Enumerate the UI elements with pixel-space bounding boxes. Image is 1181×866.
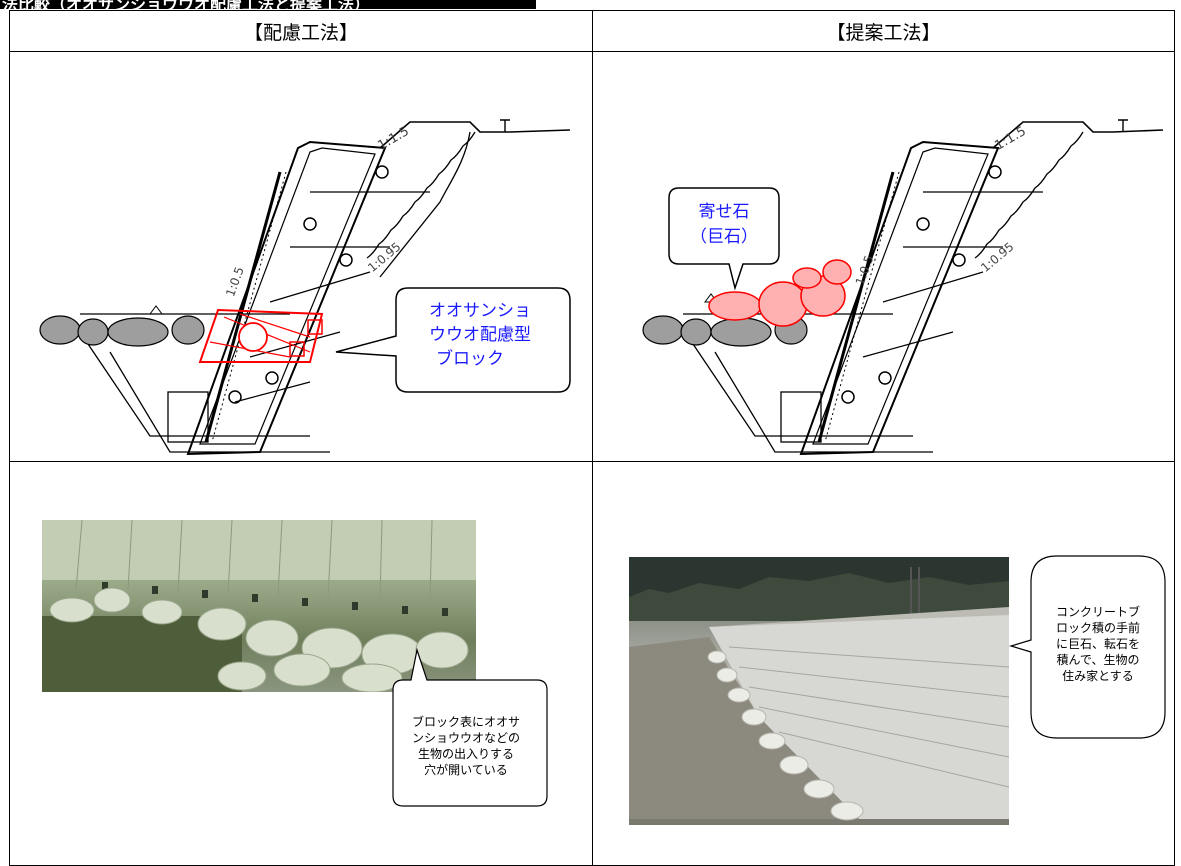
left-photo-caption: ブロック表にオオサ ンショウウオなどの 生物の出入りする 穴が開いている <box>411 715 520 777</box>
left-callout-line-1: オオサンショ <box>429 301 531 321</box>
right-callout-bubble <box>668 187 780 291</box>
comparison-table: 【配慮工法】 【提案工法】 <box>9 10 1175 866</box>
left-slope-upper-label: 1:1.5 <box>375 124 411 154</box>
left-photo-cell: ブロック表にオオサ ンショウウオなどの 生物の出入りする 穴が開いている <box>9 461 593 866</box>
diagram-row: 1:1.5 1:0.5 1:0.95 オオサンショ ウウオ配慮型 ブロック <box>9 51 1175 462</box>
left-callout-bubble <box>335 287 571 393</box>
document-title: 法比較（オオサンショウウオ配慮工法と提案工法） <box>2 0 370 9</box>
left-section-diagram: 1:1.5 1:0.5 1:0.95 オオサンショ ウウオ配慮型 ブロック <box>39 119 571 456</box>
header-right: 【提案工法】 <box>592 10 1175 52</box>
right-callout-line-1: 寄せ石 <box>699 202 750 222</box>
right-site-photo <box>629 557 1009 825</box>
left-callout-line-2: ウウオ配慮型 <box>429 325 531 345</box>
right-section-diagram: 1:1.5 1:0.5 1:0.95 寄せ石 （巨石） <box>642 119 1164 456</box>
right-callout-line-2: （巨石） <box>690 227 758 247</box>
right-slope-wall-label: 1:0.5 <box>853 253 877 287</box>
header-left: 【配慮工法】 <box>9 10 593 52</box>
left-slope-back-label: 1:0.95 <box>365 240 403 275</box>
document-title-bar: 法比較（オオサンショウウオ配慮工法と提案工法） <box>0 0 536 9</box>
right-diagram-cell: 1:1.5 1:0.5 1:0.95 寄せ石 （巨石） <box>592 51 1175 462</box>
left-site-photo <box>42 520 476 692</box>
photo-row: ブロック表にオオサ ンショウウオなどの 生物の出入りする 穴が開いている <box>9 461 1175 866</box>
right-slope-back-label: 1:0.95 <box>978 240 1016 275</box>
right-slope-upper-label: 1:1.5 <box>992 124 1028 154</box>
left-slope-wall-label: 1:0.5 <box>223 265 247 299</box>
header-row: 【配慮工法】 【提案工法】 <box>9 10 1175 52</box>
right-photo-caption: コンクリートブ ロック積の手前 に巨石、転石を 積んで、生物の 住み家とする <box>1055 605 1140 683</box>
right-photo-cell: コンクリートブ ロック積の手前 に巨石、転石を 積んで、生物の 住み家とする <box>592 461 1175 866</box>
left-callout-line-3: ブロック <box>436 348 504 369</box>
left-diagram-cell: 1:1.5 1:0.5 1:0.95 オオサンショ ウウオ配慮型 ブロック <box>9 51 593 462</box>
